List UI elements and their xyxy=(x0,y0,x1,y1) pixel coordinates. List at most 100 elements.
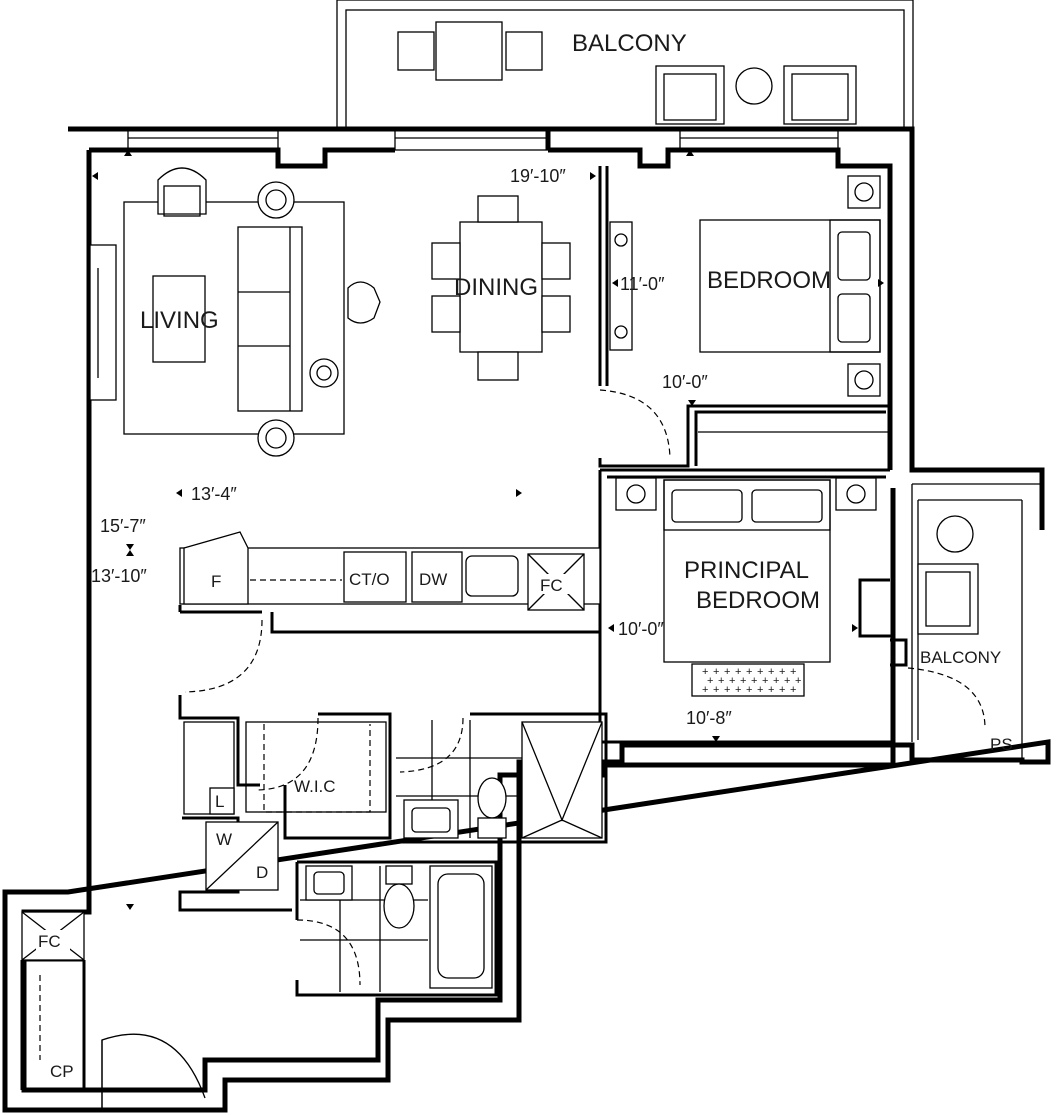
dim-bedroom-width: 11′-0″ xyxy=(620,274,665,294)
balcony-right-table xyxy=(936,515,974,553)
bench-pattern-mark: + xyxy=(779,684,785,696)
principal-label-1: PRINCIPAL xyxy=(684,557,809,584)
principal-furniture: PRINCIPAL BEDROOM xyxy=(615,477,877,697)
pipe-shaft-label: PS xyxy=(990,735,1013,754)
bedroom-pillow-2 xyxy=(837,293,871,343)
wic-label: W.I.C xyxy=(294,777,336,796)
door-swing-balcony xyxy=(907,667,986,729)
linen-label: L xyxy=(215,792,224,811)
ensuite-toilet xyxy=(477,777,507,819)
wic-shelves xyxy=(263,724,371,813)
bedroom-dresser xyxy=(609,221,633,351)
bench-pattern-mark: + xyxy=(707,675,713,687)
dining-chair-bottom xyxy=(477,351,519,381)
entry: FC CP xyxy=(21,911,85,1081)
dim-living-depth-a: 15′-7″ xyxy=(100,516,146,536)
bench-pattern-mark: + xyxy=(713,666,719,678)
bench-pattern-mark: + xyxy=(724,684,730,696)
living-media-console xyxy=(89,244,117,401)
balcony-right: BALCONY PS xyxy=(917,515,1013,754)
linen-label-box xyxy=(209,787,235,815)
bench-pattern-mark: + xyxy=(768,684,774,696)
bedroom-furniture: BEDROOM xyxy=(609,175,881,397)
dim-arrow-entry xyxy=(126,904,134,910)
door-swing-hall xyxy=(184,619,263,693)
ensuite-walls xyxy=(390,712,608,844)
bench-pattern-mark: + xyxy=(713,684,719,696)
balcony-top: BALCONY xyxy=(336,0,914,129)
entry-fc-label: FC xyxy=(38,932,61,951)
ensuite-toilet-tank xyxy=(477,817,507,839)
bench-pattern-mark: + xyxy=(757,684,763,696)
bench-pattern-mark: + xyxy=(790,684,796,696)
balcony-chair-right xyxy=(505,31,543,71)
bench-pattern-mark: + xyxy=(702,666,708,678)
bench-pattern-mark: + xyxy=(729,675,735,687)
bedroom-nightstand-bottom xyxy=(847,363,881,397)
principal-bench xyxy=(691,663,805,697)
dim-principal-width: 10′-0″ xyxy=(618,619,664,639)
wic-walls xyxy=(283,712,392,840)
dim-dining-depth: 19′-10″ xyxy=(510,166,566,186)
balcony-lounge-left xyxy=(655,65,725,125)
balcony-right-label: BALCONY xyxy=(920,648,1001,667)
bench-pattern-mark: + xyxy=(718,675,724,687)
bench-pattern-mark: + xyxy=(746,684,752,696)
bench-pattern-mark: + xyxy=(762,675,768,687)
bedroom-south-wall xyxy=(598,404,890,468)
dim-arrow-top-left xyxy=(124,150,132,156)
window-bedroom xyxy=(679,128,839,151)
bath-vanity xyxy=(305,865,353,901)
balcony-side-table xyxy=(735,67,773,105)
fridge-label: F xyxy=(211,572,221,591)
coat-closet-label: CP xyxy=(50,1062,74,1081)
principal-label-2: BEDROOM xyxy=(696,587,820,614)
living-side-table xyxy=(309,358,339,388)
door-swing-wic xyxy=(254,717,319,791)
bedroom-nightstand-top-lamp xyxy=(854,182,874,202)
living-coffee-table xyxy=(152,275,206,363)
living-sofa xyxy=(237,226,303,412)
door-swing-bath xyxy=(296,919,361,986)
kitchen-dishwasher xyxy=(411,551,463,603)
kitchen-cooktop xyxy=(343,551,407,603)
interior-walls xyxy=(20,166,1042,1090)
dim-living-depth-b: 13′-10″ xyxy=(91,566,147,586)
ensuite-shower-slope xyxy=(521,721,603,839)
fan-coil-label-bg xyxy=(538,574,574,594)
linen-closet xyxy=(183,721,235,815)
dishwasher-label: DW xyxy=(419,570,447,589)
bench-pattern-mark: + xyxy=(773,675,779,687)
principal-east-notch xyxy=(858,578,893,638)
window-living xyxy=(127,128,279,151)
bath-tub-basin xyxy=(437,873,485,979)
dim-arrow-principal-width-right xyxy=(852,624,858,632)
dim-arrow-living-width-right xyxy=(516,489,522,497)
balcony-right-railing xyxy=(911,483,1042,762)
dim-arrow-bedroom-top xyxy=(686,150,694,156)
bench-pattern-mark: + xyxy=(795,675,801,687)
dining-chair-left-2 xyxy=(431,295,461,333)
dining-label: DINING xyxy=(454,274,538,301)
door-swing-entry xyxy=(101,1033,206,1110)
balcony-chair-left xyxy=(397,31,435,71)
bedroom-label: BEDROOM xyxy=(707,267,831,294)
washer-dryer-split xyxy=(205,821,279,891)
dim-arrow-principal-depth xyxy=(712,736,720,742)
balcony-right-chair-seat xyxy=(925,571,971,627)
principal-headboard xyxy=(663,479,831,531)
bench-pattern-mark: + xyxy=(768,666,774,678)
window-dining xyxy=(394,128,549,151)
dining-chair-left-1 xyxy=(431,242,461,280)
bedroom-dresser-knob-1 xyxy=(614,233,628,247)
living-lamp-bottom xyxy=(257,419,295,457)
balcony-door-jamb xyxy=(890,638,908,667)
balcony-lounge-right-seat xyxy=(791,73,849,121)
dining-table xyxy=(459,221,543,353)
dim-arrow-bedroom-depth xyxy=(688,400,696,406)
living-lamp-top xyxy=(257,181,295,219)
entry-fc-label-bg xyxy=(36,930,70,950)
dining-chair-right-1 xyxy=(541,242,571,280)
principal-nightstand-right-lamp xyxy=(846,484,866,504)
